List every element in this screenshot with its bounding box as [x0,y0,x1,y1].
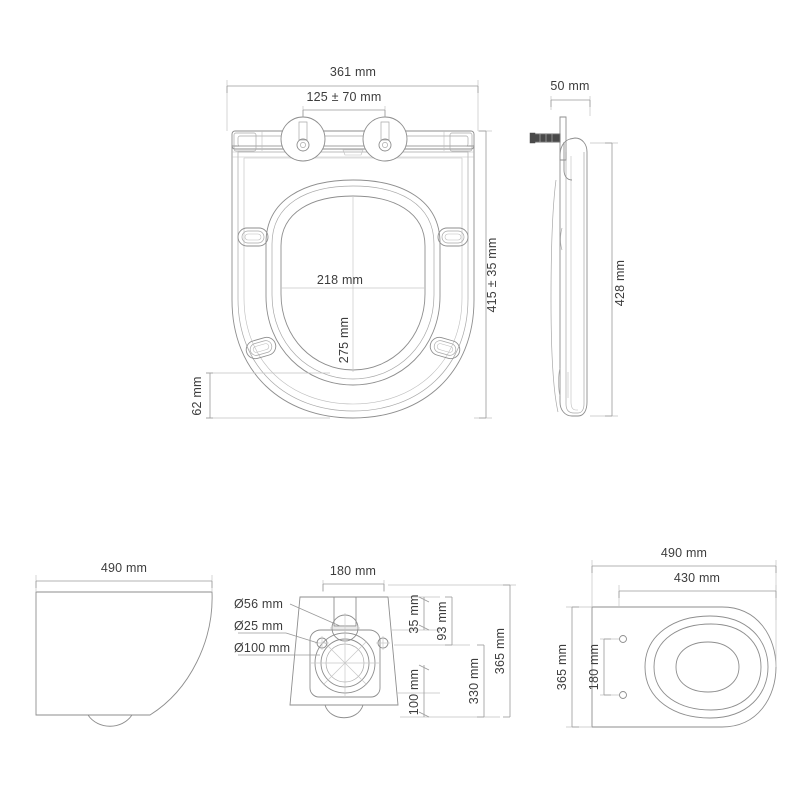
pan-rear-base-curve [324,704,364,719]
dim-label-35: 35 mm [407,594,421,633]
dim-label-218: 218 mm [317,273,363,287]
seat-hinge-left [280,116,326,162]
pan-rear-outline [289,596,399,706]
dim-pan-plan-365: 365 mm [555,606,592,728]
pan-rear-outlet-housing [309,629,381,698]
seat-side-bolt-assembly [529,132,561,144]
dim-seat-thickness-50: 50 mm [550,79,591,116]
dim-pan-plan-490: 490 mm [591,546,777,667]
dim-label-365: 365 mm [493,628,507,674]
leader-dia100: Ø100 mm [234,641,320,656]
dim-label-dia56: Ø56 mm [234,597,283,611]
dim-label-428: 428 mm [613,260,627,306]
seat-side-inner-1 [565,152,585,414]
dim-hinge-spacing-125: 125 ± 70 mm [302,90,386,117]
seat-bumper-top-right [437,227,469,247]
seat-hinge-right [362,116,408,162]
seat-side-notch-lower [558,367,561,397]
pan-side-outline [35,591,213,716]
dim-seat-front-62: 62 mm [190,372,330,419]
seat-center-tab [342,149,364,156]
dim-pan-rear-fixing-180: 180 mm [322,564,385,592]
seat-opening-offset [271,185,435,380]
dim-label-490-right: 490 mm [661,546,707,560]
dim-label-180-plan: 180 mm [587,644,601,690]
dim-label-93: 93 mm [435,601,449,640]
seat-outer-outline [231,145,475,419]
pan-plan-seat-inner [653,623,762,711]
dim-pan-plan-180: 180 mm [587,638,619,696]
dim-label-62: 62 mm [190,376,204,415]
pan-plan-seat-outer [644,615,769,719]
seat-bracket-left [233,132,257,152]
seat-bumper-bottom-right [429,336,461,360]
dim-pan-projection-490: 490 mm [35,561,213,592]
seat-bumper-bottom-left [245,336,277,360]
seat-side-rim-curve [550,179,559,413]
dim-label-365-plan: 365 mm [555,644,569,690]
pan-rear-outlet [311,629,379,697]
seat-outer-offset-1 [237,151,469,412]
dim-seat-width-361: 361 mm [226,65,479,131]
dim-label-490-left: 490 mm [101,561,147,575]
seat-aperture [280,195,426,371]
seat-opening-outer [265,179,441,386]
dim-label-125-70: 125 ± 70 mm [306,90,381,104]
pan-plan-aperture [675,641,740,693]
seat-hinge-plate-inner [237,135,469,147]
seat-side-mount-plate [559,116,567,161]
view-pan-side: 490 mm [35,561,213,727]
dim-seat-length-428: 428 mm [590,142,627,417]
dim-label-dia25: Ø25 mm [234,619,283,633]
pan-plan-hole-bottom [619,691,627,699]
view-pan-plan: 490 mm 430 mm 365 mm 180 mm [555,546,777,728]
view-seat-side: 50 mm 428 mm [529,79,627,417]
dim-label-430: 430 mm [674,571,720,585]
dim-label-100: 100 mm [407,669,421,715]
pan-side-base-curve [87,714,133,727]
dim-label-361: 361 mm [330,65,376,79]
seat-bumper-top-left [237,227,269,247]
dim-seat-length-415: 415 ± 35 mm [474,130,499,419]
dim-label-50: 50 mm [550,79,589,93]
dim-label-330: 330 mm [467,658,481,704]
dim-label-275: 275 mm [337,317,351,363]
dim-pan-plan-430: 430 mm [618,571,777,620]
dim-chain-pan-rear: 35 mm 93 mm 100 mm 330 mm 365 mm [388,584,516,718]
seat-hinge-plate [231,130,475,150]
dim-label-dia100: Ø100 mm [234,641,290,655]
leader-dia56: Ø56 mm [234,597,341,627]
pan-plan-outline [591,606,777,728]
leader-dia25: Ø25 mm [234,619,319,644]
pan-rear-fixing-hole-right [376,636,390,650]
seat-side-notch-upper [560,227,563,251]
seat-bracket-right [449,132,473,152]
seat-side-inner-2 [570,156,578,411]
view-pan-rear: 180 mm Ø56 mm Ø25 mm Ø100 mm [234,564,516,719]
pan-plan-hole-top [619,635,627,643]
seat-side-hinge-bracket [563,142,573,181]
dim-label-415-35: 415 ± 35 mm [485,237,499,312]
dim-label-180-rear: 180 mm [330,564,376,578]
